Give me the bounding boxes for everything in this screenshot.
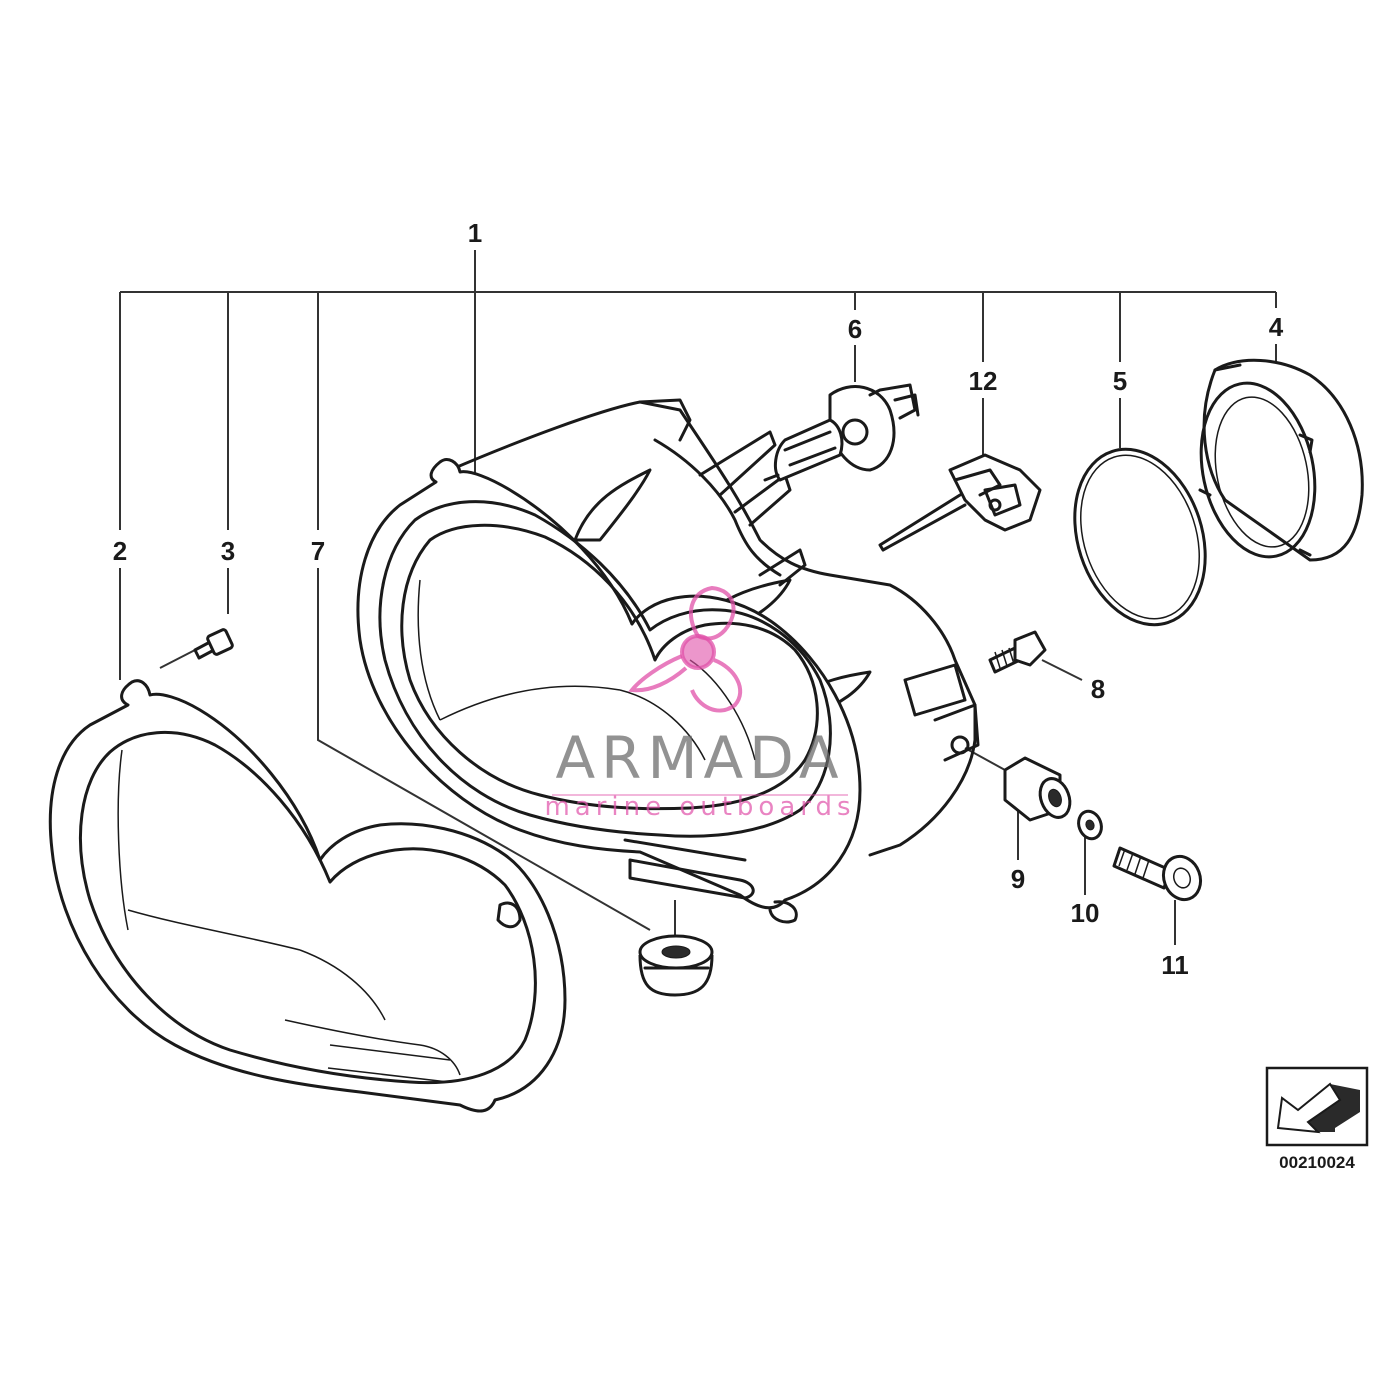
armada-watermark: ARMADA marine outboards — [544, 585, 855, 822]
callout-7: 7 — [311, 536, 325, 566]
callout-4: 4 — [1269, 312, 1284, 342]
callout-11: 11 — [1161, 950, 1189, 980]
leader-lines — [119, 250, 1277, 945]
callout-10: 10 — [1071, 898, 1100, 928]
reference-number: 00210024 — [1279, 1153, 1355, 1172]
part-9-bushing — [1003, 756, 1072, 822]
part-3-screw — [193, 628, 234, 660]
callout-labels: 1 2 3 7 6 12 5 4 8 9 10 11 — [113, 218, 1284, 980]
callout-12: 12 — [969, 366, 998, 396]
callout-3: 3 — [221, 536, 235, 566]
part-11-bolt — [1112, 846, 1203, 902]
part-7-grommet — [638, 934, 714, 997]
part-4-retaining-ring — [1198, 358, 1364, 562]
part-5-o-ring — [1073, 447, 1207, 627]
direction-arrow-box — [1265, 1066, 1369, 1147]
arrow-icon — [1276, 1082, 1360, 1134]
callout-6: 6 — [848, 314, 862, 344]
propeller-logo-icon — [628, 585, 743, 713]
callout-1: 1 — [468, 218, 482, 248]
watermark-subtitle: marine outboards — [544, 792, 855, 822]
callout-8: 8 — [1091, 674, 1105, 704]
part-10-washer — [1077, 809, 1103, 841]
part-8-adjusting-screw — [988, 630, 1047, 674]
callout-9: 9 — [1011, 864, 1025, 894]
part-6-bulb — [763, 383, 920, 482]
part-12-bulb-holder — [878, 453, 1042, 552]
callout-2: 2 — [113, 536, 127, 566]
part-2-bezel — [48, 679, 567, 1113]
callout-5: 5 — [1113, 366, 1127, 396]
watermark-title: ARMADA — [555, 724, 844, 792]
